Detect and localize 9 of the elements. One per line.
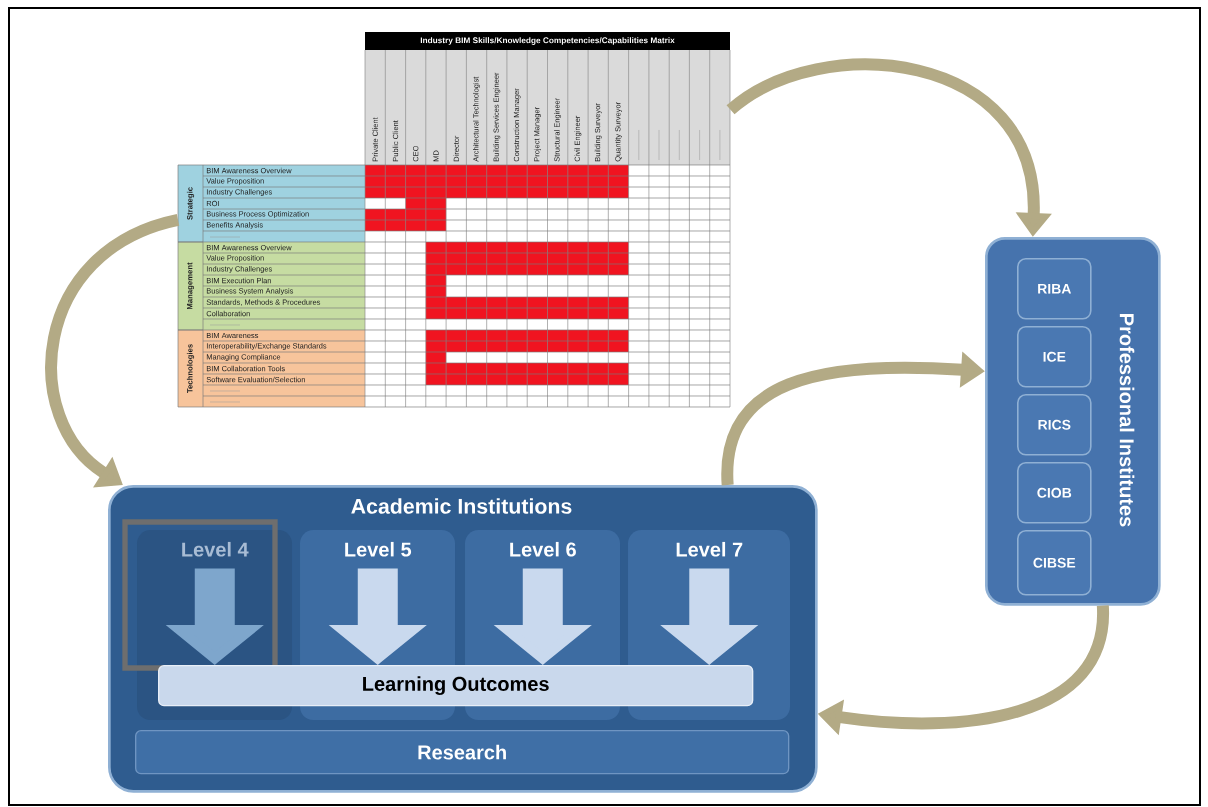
institute-box: CIOB bbox=[1017, 462, 1092, 524]
institute-box: RIBA bbox=[1017, 258, 1092, 320]
institute-box: ICE bbox=[1017, 326, 1092, 388]
research-bar: Research bbox=[135, 730, 790, 775]
institute-box: CIBSE bbox=[1017, 530, 1092, 596]
curved-arrow bbox=[45, 214, 180, 488]
outcomes-bar: Learning Outcomes bbox=[158, 665, 754, 707]
institute-box: RICS bbox=[1017, 394, 1092, 456]
node-label: Industry BIM Skills/Knowledge Competencies/Capabilities Matrix bbox=[420, 37, 675, 45]
